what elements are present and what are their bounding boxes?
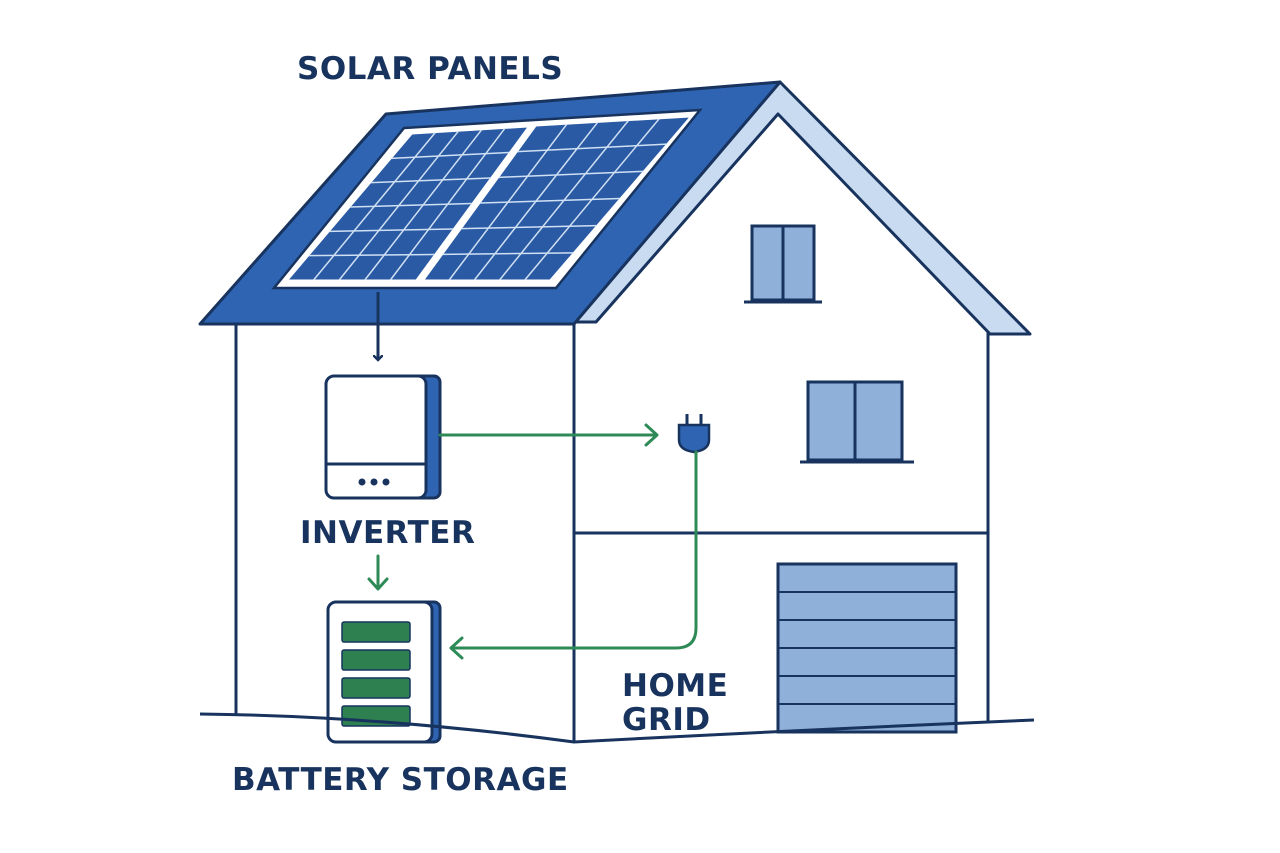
home-grid-label-line2: GRID [622,702,711,738]
house-walls [234,322,990,742]
battery-cell [341,649,411,671]
arrow-grid-to-battery [449,450,698,660]
home-grid-label: HOME GRID [622,669,728,737]
garage-door [776,562,958,734]
inverter-indicator-dot [358,478,366,486]
battery-storage-unit [326,600,442,744]
solar-panel-array [271,108,703,290]
middle-window [800,380,914,464]
arrow-inverter-to-battery [367,554,389,591]
home-grid-label-line1: HOME [622,668,729,704]
arrow-inverter-to-grid [438,423,659,447]
upper-window [744,224,822,304]
inverter-indicator-dot [382,478,390,486]
inverter-unit [324,374,442,500]
solar-panels-label: SOLAR PANELS [297,51,564,87]
battery-cell [341,677,411,699]
battery-storage-label: BATTERY STORAGE [232,762,569,798]
plug-icon [677,414,711,454]
solar-cell-grid [308,118,667,281]
ground-line [199,712,1035,744]
battery-cell [341,621,411,643]
inverter-label: INVERTER [300,515,476,551]
inverter-indicator-dot [370,478,378,486]
